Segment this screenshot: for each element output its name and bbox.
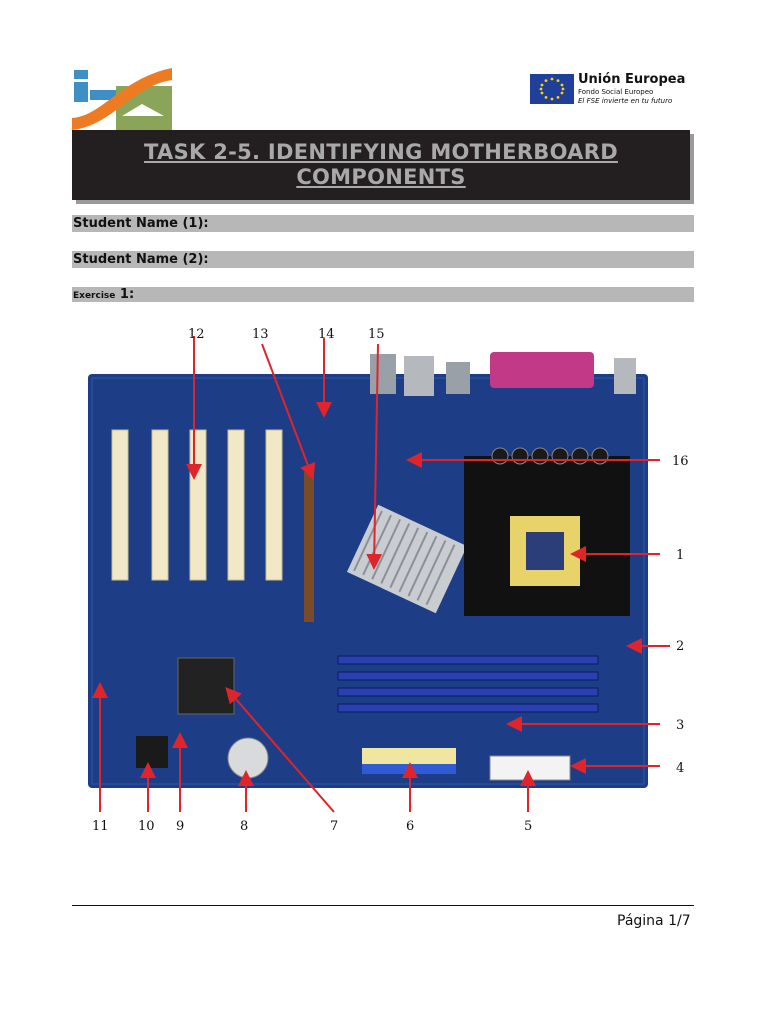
callout-7-label: 7 (330, 819, 338, 834)
callout-11-label: 11 (92, 819, 109, 834)
battery-icon (227, 737, 269, 779)
southbridge-icon (177, 657, 235, 715)
callout-8-label: 8 (240, 819, 248, 834)
callout-15-arrow (366, 343, 383, 570)
agp-slot-icon (304, 472, 314, 622)
title-banner: TASK 2-5. IDENTIFYING MOTHERBOARD COMPON… (72, 130, 690, 200)
exercise-label: Exercise 1: (73, 287, 134, 304)
callout-2-label: 2 (676, 639, 684, 654)
callout-15-label: 15 (368, 327, 385, 342)
io-port-icon (614, 358, 636, 394)
bios-chip-icon (136, 736, 168, 768)
callout-6-label: 6 (406, 819, 414, 834)
eu-flag-icon (530, 74, 574, 104)
motherboard-diagram: 12 13 14 15 16 1 2 3 4 5 6 7 8 9 10 11 (88, 327, 689, 834)
motherboard-figure: 12 13 14 15 16 1 2 3 4 5 6 7 8 9 10 11 (80, 326, 700, 836)
student-name-1-field[interactable]: Student Name (1): (72, 215, 694, 232)
eu-title: Unión Europea (578, 72, 686, 87)
title-line-1: TASK 2-5. IDENTIFYING MOTHERBOARD (144, 140, 618, 164)
callout-7-arrow (225, 686, 335, 813)
student-name-2-label: Student Name (2): (73, 252, 209, 267)
exercise-number: 1: (119, 287, 135, 302)
parallel-port-icon (490, 352, 594, 388)
callout-16-label: 16 (672, 454, 689, 469)
page-number: Página 1/7 (617, 913, 691, 929)
io-port-icon (404, 356, 434, 396)
callout-12-label: 12 (188, 327, 205, 342)
eu-fund: Fondo Social Europeo (578, 88, 654, 96)
callout-14-label: 14 (318, 327, 335, 342)
callout-10-label: 10 (138, 819, 155, 834)
callout-13-arrow (261, 343, 316, 480)
page-title: TASK 2-5. IDENTIFYING MOTHERBOARD COMPON… (101, 140, 661, 190)
student-name-2-field[interactable]: Student Name (2): (72, 251, 694, 268)
callout-1-label: 1 (676, 548, 684, 563)
title-line-2: COMPONENTS (296, 165, 466, 189)
exercise-word: Exercise (73, 291, 116, 301)
atx-power-icon (489, 755, 571, 781)
callout-13-label: 13 (252, 327, 269, 342)
institution-logo (72, 68, 174, 130)
io-port-icon (370, 354, 396, 394)
footer-divider (72, 905, 694, 906)
eu-logo: Unión Europea Fondo Social Europeo El FS… (530, 72, 690, 106)
callout-5-label: 5 (524, 819, 532, 834)
ide-connector-icon (362, 748, 456, 764)
callout-9-label: 9 (176, 819, 184, 834)
io-port-icon (446, 362, 470, 394)
callout-3-label: 3 (676, 718, 684, 733)
exercise-field[interactable]: Exercise 1: (72, 287, 694, 302)
student-name-1-label: Student Name (1): (73, 216, 209, 231)
callout-4-label: 4 (676, 761, 684, 776)
eu-motto: El FSE invierte en tu futuro (578, 97, 673, 105)
